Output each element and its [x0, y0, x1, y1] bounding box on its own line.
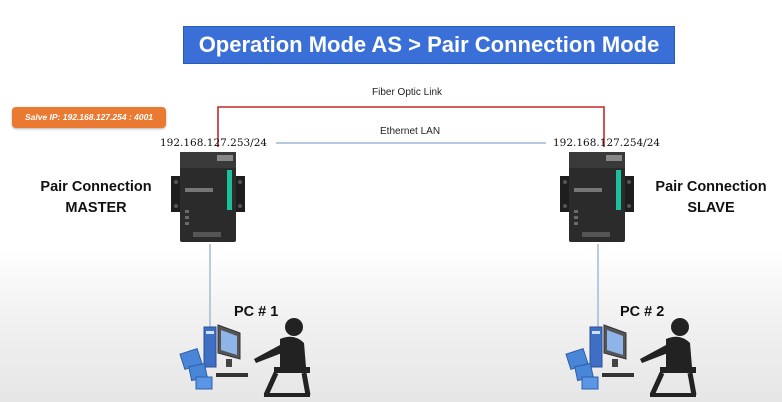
pc-workstation-icon [179, 318, 311, 397]
ethernet-lan-label: Ethernet LAN [380, 126, 441, 137]
master-role-line2: MASTER [65, 200, 127, 216]
master-role-label: Pair Connection MASTER [22, 177, 170, 219]
master-ip-label: 192.168.127.253/24 [160, 137, 268, 149]
slave-ip-badge: Salve IP: 192.168.127.254 : 4001 [12, 107, 166, 128]
master-device-icon [171, 152, 245, 242]
fiber-optic-link [217, 106, 605, 147]
slave-role-line1: Pair Connection [655, 179, 767, 195]
pc2-label: PC # 2 [620, 304, 665, 320]
slave-device-icon [560, 152, 634, 242]
fiber-optic-link-label: Fiber Optic Link [372, 87, 443, 98]
pc1-label: PC # 1 [234, 304, 279, 320]
page-title: Operation Mode AS > Pair Connection Mode [183, 26, 675, 64]
pc-workstation-icon [565, 318, 697, 397]
master-role-line1: Pair Connection [40, 179, 152, 195]
slave-role-line2: SLAVE [687, 200, 735, 216]
slave-role-label: Pair Connection SLAVE [641, 177, 781, 219]
slave-ip-label: 192.168.127.254/24 [553, 137, 661, 149]
